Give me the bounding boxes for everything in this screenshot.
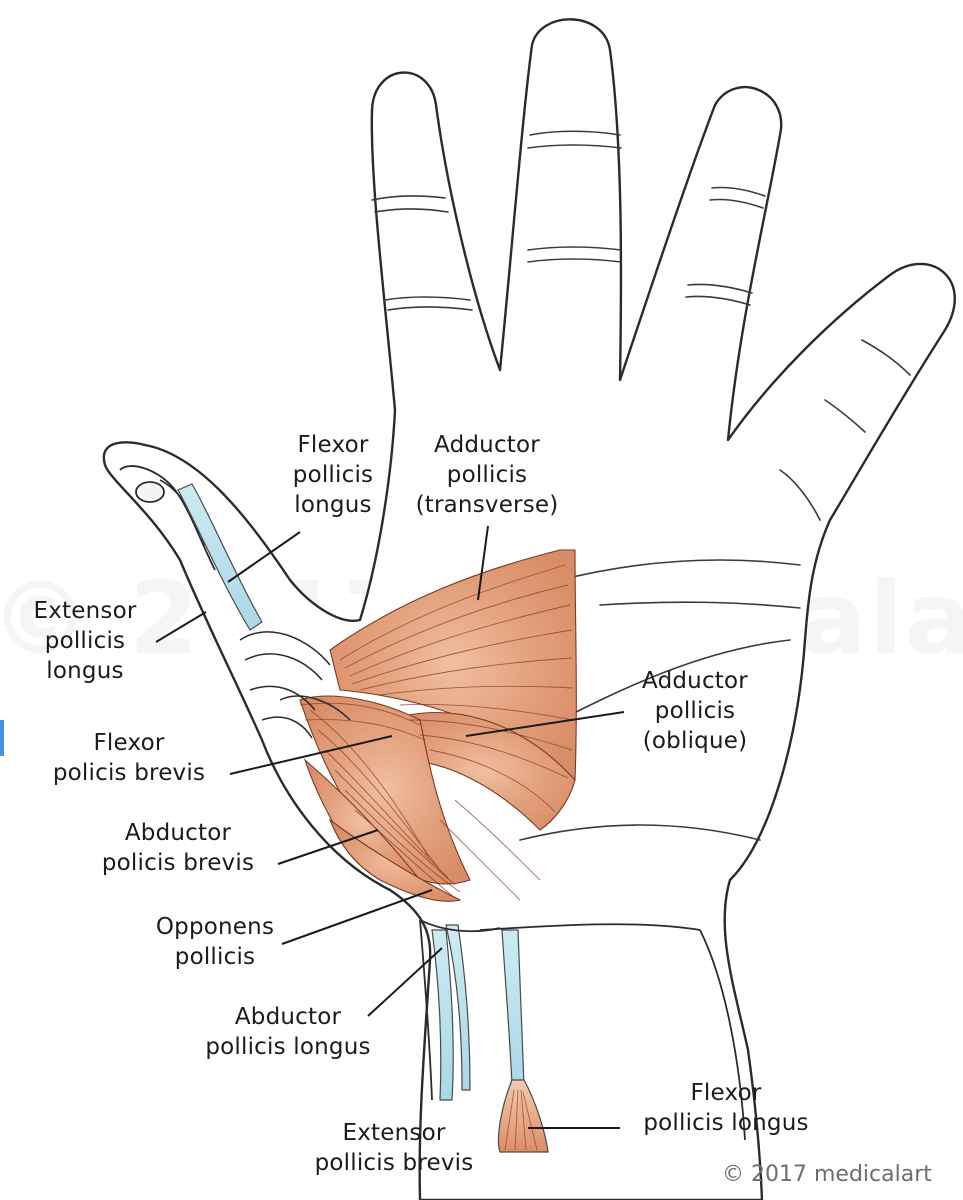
leader-opponens-pollicis [281,889,433,945]
wrist-lines [419,919,746,1141]
leader-abductor-policis-brevis [277,829,379,865]
thumb-folds [239,631,351,739]
label-flexor-policis-brevis: Flexor policis brevis [52,730,206,786]
label-flexor-pollicis-longus-bottom: Flexor pollicis longus [643,1080,809,1136]
muscle-fibers [299,564,574,901]
leader-extensor-pollicis-longus [155,611,207,643]
label-extensor-pollicis-brevis: Extensor pollicis brevis [314,1120,474,1176]
label-adductor-pollicis-oblique: Adductor pollicis (oblique) [642,668,748,754]
label-abductor-pollicis-longus: Abductor pollicis longus [205,1004,371,1060]
tendons [177,483,549,1153]
thenar-muscles [299,549,577,902]
label-extensor-pollicis-longus: Extensor pollicis longus [33,598,137,684]
flexor-pollicis-longus-tendon-thumb [177,483,263,631]
leader-adductor-oblique [465,711,625,737]
copyright-text: © 2017 medicalart [722,1162,932,1187]
label-abductor-policis-brevis: Abductor policis brevis [101,820,255,876]
extensor-pollicis-brevis-tendon [445,924,471,1091]
leader-flexor-pollicis-longus-top [227,531,301,583]
adductor-pollicis-oblique [389,711,576,831]
leader-flexor-policis-brevis [229,735,393,775]
opponens-pollicis [328,818,462,902]
label-adductor-pollicis-transverse: Adductor pollicis (transverse) [415,432,559,518]
flexor-belly-fibers [504,1089,538,1151]
leader-lines [155,525,625,1129]
finger-creases [371,130,911,841]
leader-abductor-pollicis-longus [367,947,443,1017]
edge-accent-mark [0,720,4,756]
abductor-pollicis-longus-tendon [431,929,454,1101]
leader-adductor-transverse [477,525,489,601]
label-opponens-pollicis: Opponens pollicis [155,914,275,970]
label-flexor-pollicis-longus-top: Flexor pollicis longus [292,432,374,518]
